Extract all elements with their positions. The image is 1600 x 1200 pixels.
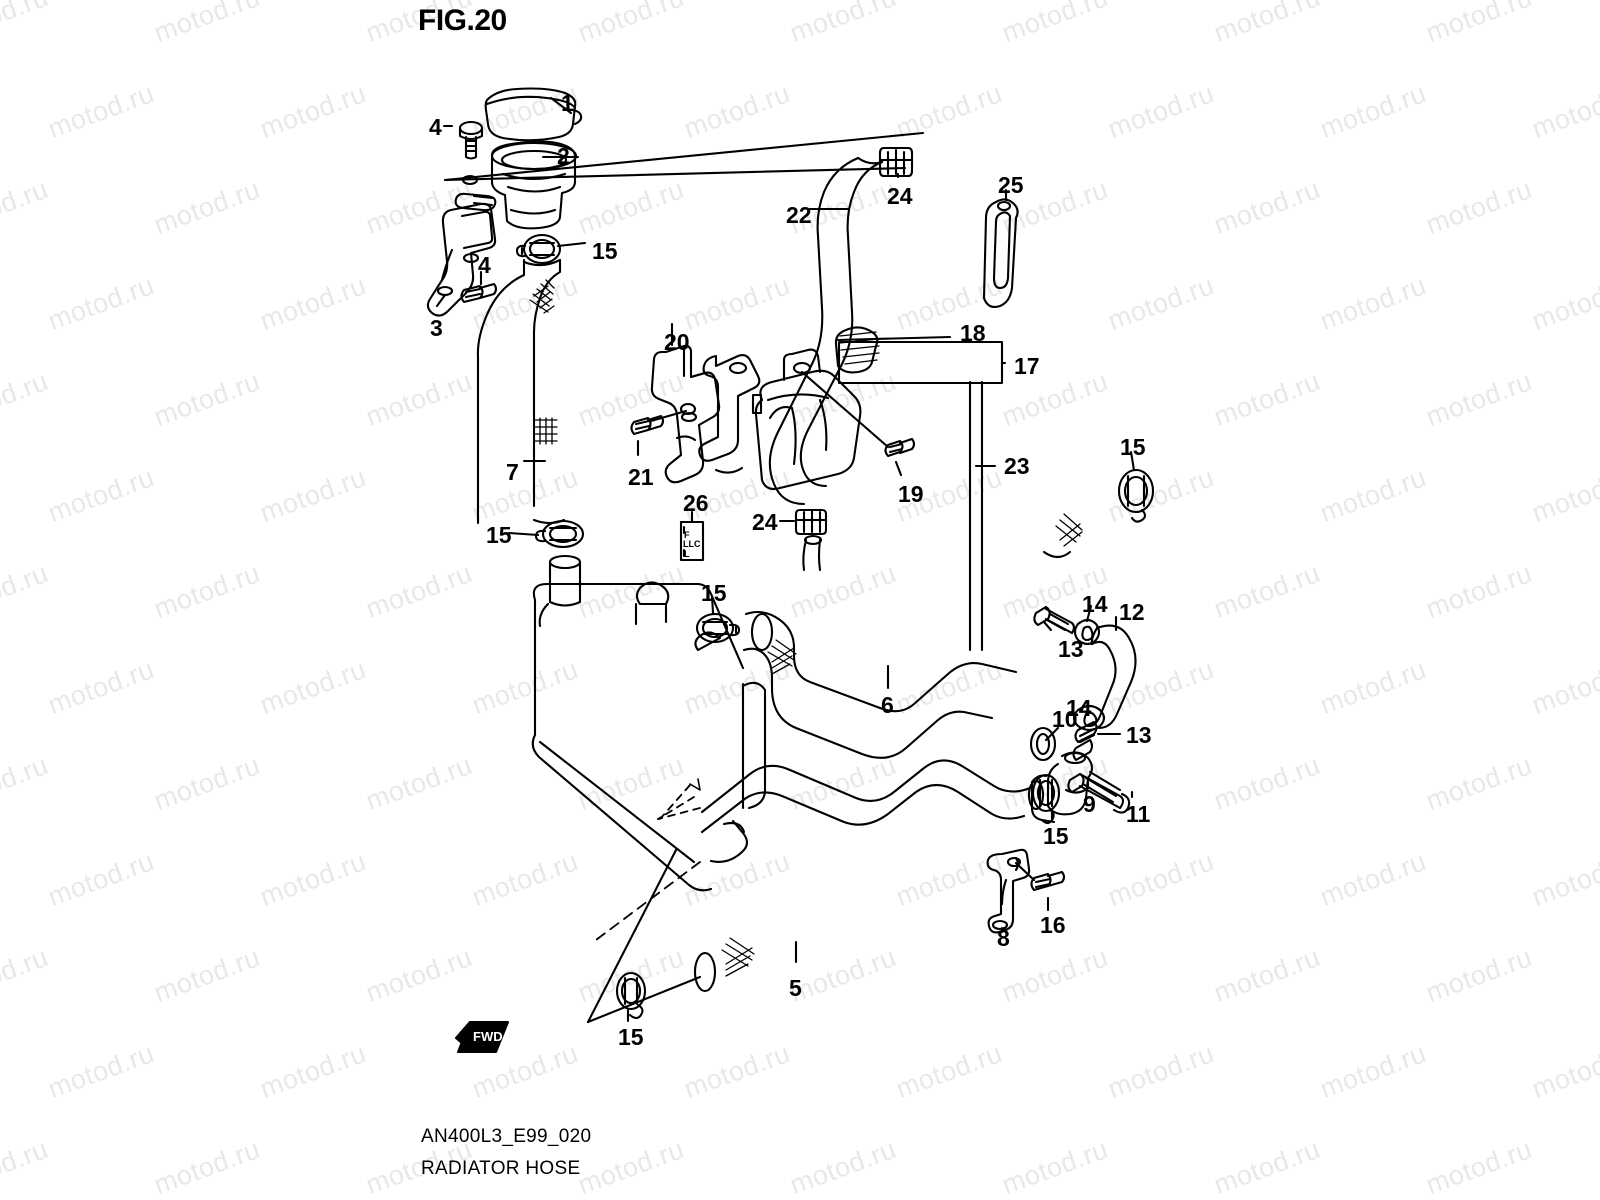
leader-10	[1044, 726, 1060, 742]
leader-1	[549, 96, 573, 115]
callout-13-lower: 13	[1126, 722, 1152, 748]
leader-14b	[1080, 704, 1085, 712]
part-oring-upper	[1073, 618, 1101, 646]
part-coolant-level-label	[679, 520, 705, 562]
callout-20: 20	[664, 329, 690, 355]
callout-18: 18	[960, 320, 986, 346]
callout-6: 6	[881, 692, 894, 718]
callout-10: 10	[1052, 706, 1078, 732]
callout-9: 9	[1083, 791, 1096, 817]
callout-3: 3	[430, 315, 443, 341]
callout-4-upper: 4	[429, 114, 442, 140]
callout-23: 23	[1004, 453, 1030, 479]
leader-13a	[1042, 620, 1053, 632]
assembly-pointer-line2	[443, 166, 907, 182]
footer-figure-code: AN400L3_E99_020	[421, 1126, 592, 1147]
callout-15-6: 15	[618, 1024, 644, 1050]
part-bracket-bolt	[630, 414, 665, 436]
callout-15-1: 15	[592, 238, 618, 264]
part-bolt-upper	[458, 120, 484, 160]
part-joint-bolt	[1067, 770, 1131, 814]
leader-21a	[649, 409, 688, 423]
leader-15a	[556, 241, 587, 248]
callout-25: 25	[998, 172, 1024, 198]
leader-15c	[507, 531, 540, 537]
box-17	[837, 340, 982, 385]
callout-7: 7	[506, 459, 519, 485]
callout-26: 26	[683, 490, 709, 516]
callout-13-upper: 13	[1058, 636, 1084, 662]
leader-19a	[800, 370, 890, 449]
callout-24-lower: 24	[752, 509, 778, 535]
part-filler-neck-bracket	[426, 202, 497, 317]
part-reservoir-bracket	[650, 344, 761, 484]
figure-title: FIG.20	[418, 4, 507, 37]
part-radiator-core	[531, 554, 767, 941]
part-hose-clip-lower	[794, 508, 828, 536]
leader-14a	[1085, 604, 1093, 623]
llc-label-middle: LLC	[683, 539, 701, 549]
callout-15-3: 15	[486, 522, 512, 548]
part-union-bolt-upper	[1033, 605, 1076, 635]
footer-figure-name: RADIATOR HOSE	[421, 1158, 581, 1179]
callout-12: 12	[1119, 599, 1145, 625]
part-hose-clamp-3	[534, 519, 585, 549]
assembly-pointer-line	[443, 131, 925, 182]
leader-19b	[894, 460, 903, 477]
leader-15d	[710, 594, 715, 615]
callout-11: 11	[1126, 801, 1151, 827]
leader-3	[435, 293, 447, 308]
part-hose-band	[982, 198, 1019, 309]
part-bracket-bolt-lower	[1030, 870, 1066, 892]
part-radiator-lower-hose	[693, 759, 1032, 993]
leader-18	[836, 335, 952, 342]
part-hose-clamp-6	[615, 971, 647, 1020]
filler-neck-tab	[454, 192, 497, 212]
callout-15-5: 15	[1043, 823, 1069, 849]
part-hose-clamp-4	[695, 612, 741, 644]
part-hose-clip-upper	[878, 146, 914, 178]
part-radiator-inlet-hose	[476, 258, 566, 525]
callout-14-lower: 14	[1066, 695, 1092, 721]
callout-4-lower: 4	[478, 252, 491, 278]
part-hose-bracket	[986, 848, 1031, 934]
part-reservoir-bolt	[884, 437, 916, 458]
callout-21: 21	[628, 464, 654, 490]
callout-14-upper: 14	[1082, 591, 1108, 617]
callout-19: 19	[898, 481, 924, 507]
callout-2: 2	[557, 143, 570, 169]
part-breather-tube	[968, 380, 984, 652]
callout-5: 5	[789, 975, 802, 1001]
callout-17: 17	[1014, 353, 1040, 379]
fwd-marker-label: FWD	[473, 1029, 503, 1044]
llc-label-upper: F	[684, 530, 690, 540]
callout-16: 16	[1040, 912, 1066, 938]
part-hose-clamp-1	[515, 233, 562, 265]
callout-15-2: 15	[1120, 434, 1146, 460]
leader-15b	[1129, 450, 1136, 472]
part-radiator-cap	[484, 87, 583, 142]
callout-22: 22	[786, 202, 812, 228]
assembly-pointer-3	[586, 848, 678, 1024]
llc-label-lower: L	[684, 549, 690, 559]
fwd-arrow-marker	[454, 1020, 510, 1054]
callout-15-4: 15	[701, 580, 727, 606]
callout-8: 8	[997, 925, 1010, 951]
part-oring-seal	[1029, 726, 1057, 762]
part-bolt-lower	[460, 282, 498, 304]
leader-16a	[1014, 861, 1036, 882]
callout-1: 1	[561, 90, 574, 116]
part-radiator-outlet-hose	[742, 513, 1083, 759]
part-hose-clamp-2	[1117, 468, 1155, 523]
callout-24-upper: 24	[887, 183, 913, 209]
